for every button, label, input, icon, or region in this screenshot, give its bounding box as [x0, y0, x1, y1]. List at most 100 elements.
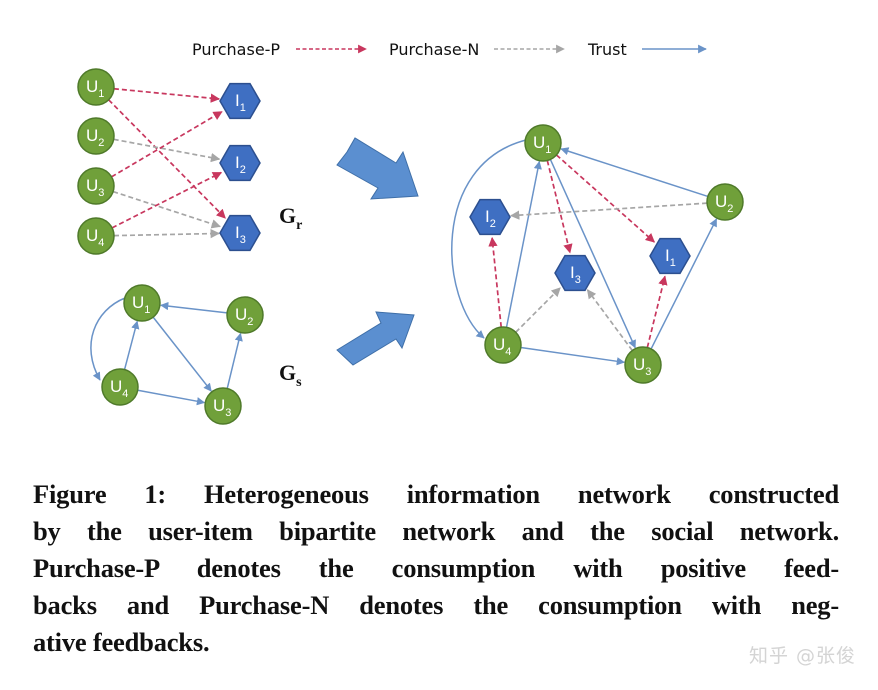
graph-label-gr: Gr [279, 203, 302, 233]
node-i1: I1 [649, 237, 691, 275]
user-node-icon [77, 167, 115, 205]
node-i3: I3 [219, 214, 261, 252]
caption-line: Figure 1: Heterogeneous information netw… [33, 479, 839, 509]
node-label: U4 [86, 226, 104, 249]
user-node-icon [101, 368, 139, 406]
node-i3: I3 [554, 254, 596, 292]
item-node-icon [469, 198, 511, 236]
node-label: U1 [132, 293, 150, 316]
node-u4: U4 [484, 326, 522, 364]
user-node-icon [226, 296, 264, 334]
edge-purchase-n-u2-i2 [113, 138, 221, 163]
edge-trust-u3-u2 [650, 218, 718, 350]
block-arrow-top-icon [336, 137, 419, 200]
node-label: I1 [665, 246, 676, 269]
node-u1: U1 [123, 284, 161, 322]
edge-purchase-n-u3-i3 [112, 190, 221, 229]
edge-trust-u3-u2 [226, 332, 243, 389]
edge-purchase-p-u4-i2 [488, 236, 503, 328]
node-i1: I1 [219, 82, 261, 120]
node-label: U1 [86, 77, 104, 100]
edge-purchase-p-u1-i3 [546, 160, 573, 254]
edge-purchase-p-u1-i1 [113, 87, 221, 103]
edge-trust-u2-u1 [560, 147, 709, 198]
node-u3: U3 [624, 346, 662, 384]
edges [90, 297, 243, 406]
edges [451, 139, 718, 366]
node-u3: U3 [204, 387, 242, 425]
transform-arrows [336, 137, 419, 366]
item-node-icon [554, 254, 596, 292]
legend-item-purchase-p: Purchase-P [192, 40, 367, 59]
edge-purchase-n-u4-i3 [515, 287, 561, 333]
user-node-icon [484, 326, 522, 364]
user-node-icon [77, 117, 115, 155]
node-label: U3 [633, 355, 651, 378]
edge-trust-u2-u1 [160, 301, 228, 314]
node-label: I2 [485, 207, 496, 230]
user-node-icon [624, 346, 662, 384]
edge-purchase-n-u4-i3 [113, 228, 220, 239]
graph-label-gs: Gs [279, 360, 302, 390]
edge-purchase-p-u1-i3 [108, 99, 226, 219]
node-u4: U4 [77, 217, 115, 255]
node-u1: U1 [77, 68, 115, 106]
legend-label: Purchase-P [192, 40, 280, 59]
caption-line: backs and Purchase-N denotes the consump… [33, 590, 839, 620]
edge-trust-u4-u3 [520, 346, 626, 366]
edge-trust-u4-u3 [137, 389, 206, 406]
user-node-icon [204, 387, 242, 425]
node-label: U4 [493, 335, 511, 358]
edge-trust-u4-u1 [123, 320, 140, 370]
edge-purchase-p-u4-i2 [111, 171, 223, 229]
node-label: I3 [570, 263, 581, 286]
node-u4: U4 [101, 368, 139, 406]
item-node-icon [219, 144, 261, 182]
edge-trust-u1-u3 [549, 159, 636, 349]
node-u2: U2 [226, 296, 264, 334]
edge-purchase-p-u3-i1 [646, 275, 668, 348]
node-i2: I2 [219, 144, 261, 182]
legend-item-purchase-n: Purchase-N [389, 40, 565, 59]
node-u2: U2 [77, 117, 115, 155]
user-node-icon [77, 68, 115, 106]
watermark: 知乎 @张俊 [748, 645, 856, 667]
caption-line: Purchase-P denotes the consumption with … [33, 553, 839, 583]
node-label: U1 [533, 133, 551, 156]
caption-line: by the user-item bipartite network and t… [33, 516, 839, 546]
legend-item-trust: Trust [587, 40, 707, 59]
edge-purchase-n-u2-i2 [510, 202, 708, 220]
figure-caption: Figure 1: Heterogeneous information netw… [33, 476, 839, 661]
node-label: U3 [86, 176, 104, 199]
node-label: I3 [235, 223, 246, 246]
edge-purchase-n-u3-i3 [586, 289, 633, 352]
caption-line: ative feedbacks. [33, 627, 210, 657]
node-u3: U3 [77, 167, 115, 205]
item-node-icon [219, 82, 261, 120]
item-node-icon [219, 214, 261, 252]
edge-purchase-p-u1-i1 [555, 154, 656, 243]
block-arrow-bottom-icon [336, 311, 415, 366]
node-i2: I2 [469, 198, 511, 236]
edge-trust-u1-u4 [451, 139, 527, 339]
node-label: U2 [715, 192, 733, 215]
legend: Purchase-P Purchase-N Trust [192, 40, 707, 59]
node-label: U4 [110, 377, 128, 400]
user-node-icon [77, 217, 115, 255]
edge-trust-u1-u3 [152, 316, 212, 392]
node-label: I1 [235, 91, 246, 114]
user-node-icon [524, 124, 562, 162]
node-u2: U2 [706, 183, 744, 221]
item-node-icon [649, 237, 691, 275]
node-label: U3 [213, 396, 231, 419]
edge-purchase-p-u3-i1 [111, 110, 223, 178]
node-u1: U1 [524, 124, 562, 162]
edge-trust-u1-u4 [90, 297, 126, 381]
legend-label: Purchase-N [389, 40, 479, 59]
